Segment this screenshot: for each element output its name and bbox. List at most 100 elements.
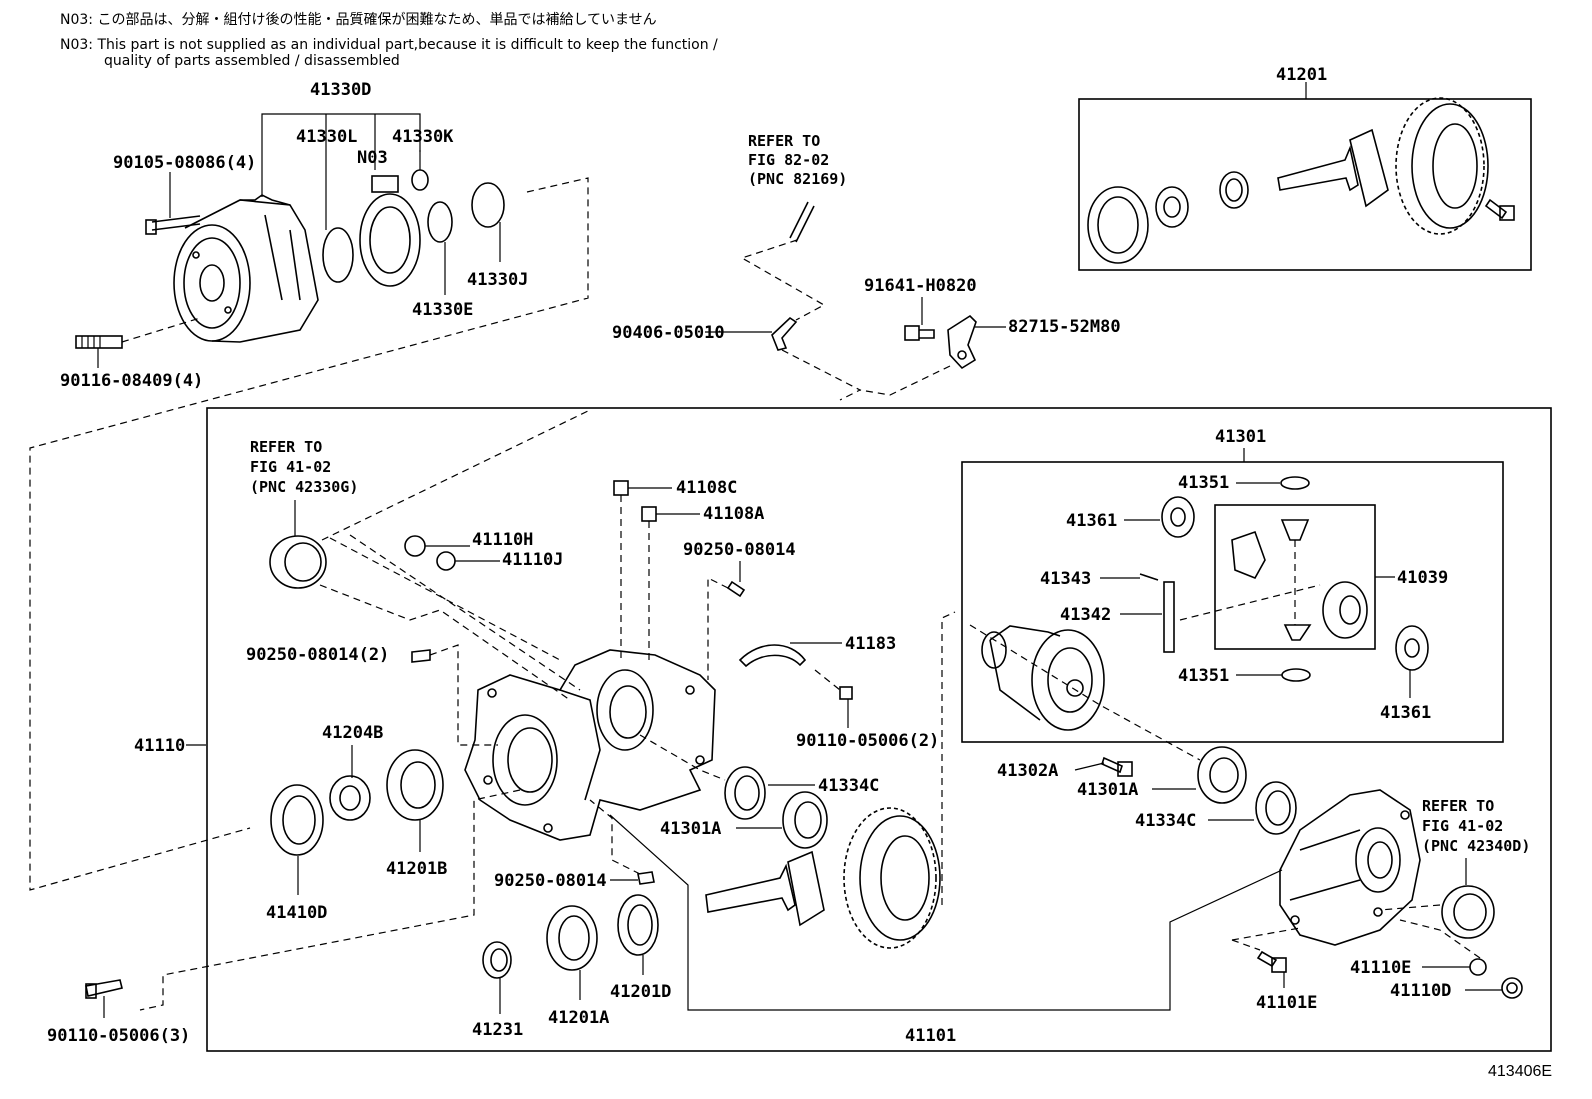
label-41342: 41342: [1060, 605, 1111, 625]
pin-90250-b: [411, 649, 431, 663]
pin-90250-c: [637, 871, 655, 885]
label-41410D: 41410D: [266, 903, 327, 923]
race-41334C-left: [724, 766, 766, 820]
drive-pinion-41101: [705, 850, 825, 927]
seal-41201: [1087, 186, 1149, 264]
bearing-41201A: [546, 905, 598, 971]
gasket-41110J: [436, 551, 456, 571]
label-41110D: 41110D: [1390, 981, 1451, 1001]
shaft-41342: [1163, 581, 1175, 653]
plug-N03: [371, 175, 399, 193]
side-cover-41101: [1279, 789, 1421, 946]
pinion-41201: [1277, 128, 1389, 208]
bearing-41301A-right: [1197, 746, 1247, 804]
label-41110E: 41110E: [1350, 958, 1411, 978]
label-90250-c: 90250-08014: [494, 871, 607, 891]
label-41101: 41101: [905, 1026, 956, 1046]
label-90116: 90116-08409(4): [60, 371, 203, 391]
note-en-line2: quality of parts assembled / disassemble…: [104, 53, 400, 69]
leader-41101: [609, 814, 1283, 1011]
bolt-90110-b: [85, 979, 123, 999]
bolt-90110-a: [839, 686, 853, 700]
bolt-41101E: [1256, 950, 1287, 973]
o-ring-41330K: [411, 169, 429, 191]
label-41110J: 41110J: [502, 550, 563, 570]
note-en-line1: N03: This part is not supplied as an ind…: [60, 37, 718, 53]
collar-41231: [482, 941, 512, 979]
washer-41330E: [427, 201, 453, 243]
label-41110: 41110: [134, 736, 185, 756]
bracket-82715: [947, 314, 977, 370]
label-41343: 41343: [1040, 569, 1091, 589]
label-41108C: 41108C: [676, 478, 737, 498]
pin-41343: [1139, 573, 1159, 581]
label-91641: 91641-H0820: [864, 276, 977, 296]
shim-41183: [738, 644, 807, 668]
ref-fig41a-l2: FIG 41-02: [250, 458, 331, 476]
label-41204B: 41204B: [322, 723, 383, 743]
bearing-41301A-left: [782, 791, 828, 849]
plug-41110D: [1501, 977, 1523, 999]
ref-fig41b-l1: REFER TO: [1422, 797, 1494, 815]
label-90110-a: 90110-05006(2): [796, 731, 939, 751]
gasket-41110E: [1469, 958, 1487, 976]
snap-ring-41330L: [322, 227, 354, 283]
label-41231: 41231: [472, 1020, 523, 1040]
label-90250-a: 90250-08014: [683, 540, 796, 560]
vent-hose: [789, 201, 815, 243]
label-41361-b: 41361: [1380, 703, 1431, 723]
extension-housing-41330D: [173, 194, 319, 343]
seal-42330G: [269, 535, 327, 589]
ref-fig82-l1: REFER TO: [748, 132, 820, 150]
note-jp: N03: この部品は、分解・組付け後の性能・品質確保が困難なため、単品では補給し…: [60, 12, 657, 28]
label-41301A-b: 41301A: [1077, 780, 1138, 800]
bolt-41201: [1484, 198, 1515, 221]
plug-41108C: [613, 480, 629, 496]
frame-41301: [961, 461, 1504, 743]
label-41101E: 41101E: [1256, 993, 1317, 1013]
label-41201: 41201: [1276, 65, 1327, 85]
frame-41110-main: [206, 407, 1552, 1052]
bearing-41201: [1219, 171, 1249, 209]
label-41330J: 41330J: [467, 270, 528, 290]
label-41301: 41301: [1215, 427, 1266, 447]
label-41330K: 41330K: [392, 127, 454, 147]
race-41334C-right: [1255, 781, 1297, 835]
washer-41361-right: [1395, 625, 1429, 671]
bearing-41201B: [386, 749, 444, 821]
dash-upper-left: [29, 177, 589, 891]
side-gear-set-41039: [1179, 519, 1368, 641]
bolt-90105: [145, 215, 201, 235]
label-41334C-b: 41334C: [1135, 811, 1196, 831]
pin-90250-a: [726, 580, 746, 598]
plug-41110H: [404, 535, 426, 557]
washer-41351-top: [1280, 476, 1310, 490]
label-41330E: 41330E: [412, 300, 473, 320]
bolt-41302A: [1101, 756, 1133, 777]
differential-case-41301: [981, 625, 1105, 731]
ref-fig82-l2: FIG 82-02: [748, 151, 829, 169]
stud-90116: [75, 335, 123, 349]
label-41201D: 41201D: [610, 982, 671, 1002]
ring-gear-41201: [1395, 97, 1489, 235]
race-41201D: [617, 894, 659, 956]
label-82715: 82715-52M80: [1008, 317, 1121, 337]
ref-fig41a-l1: REFER TO: [250, 438, 322, 456]
label-41108A: 41108A: [703, 504, 764, 524]
ref-fig82-l3: (PNC 82169): [748, 170, 847, 188]
ref-fig41b-l3: (PNC 42340D): [1422, 837, 1530, 855]
washer-41351-bottom: [1281, 668, 1311, 682]
washer-41330J: [471, 182, 505, 228]
label-41351-b: 41351: [1178, 666, 1229, 686]
nut-41201: [1155, 186, 1189, 228]
label-41361-a: 41361: [1066, 511, 1117, 531]
bolt-91641: [904, 325, 935, 341]
label-41301A-a: 41301A: [660, 819, 721, 839]
label-90110-b: 90110-05006(3): [47, 1026, 190, 1046]
differential-carrier-41110: [464, 649, 716, 841]
plug-41108A: [641, 506, 657, 522]
nut-41204B: [329, 775, 371, 821]
label-41334C-a: 41334C: [818, 776, 879, 796]
washer-41361-left: [1161, 496, 1195, 538]
leader-41330D: [261, 113, 421, 197]
